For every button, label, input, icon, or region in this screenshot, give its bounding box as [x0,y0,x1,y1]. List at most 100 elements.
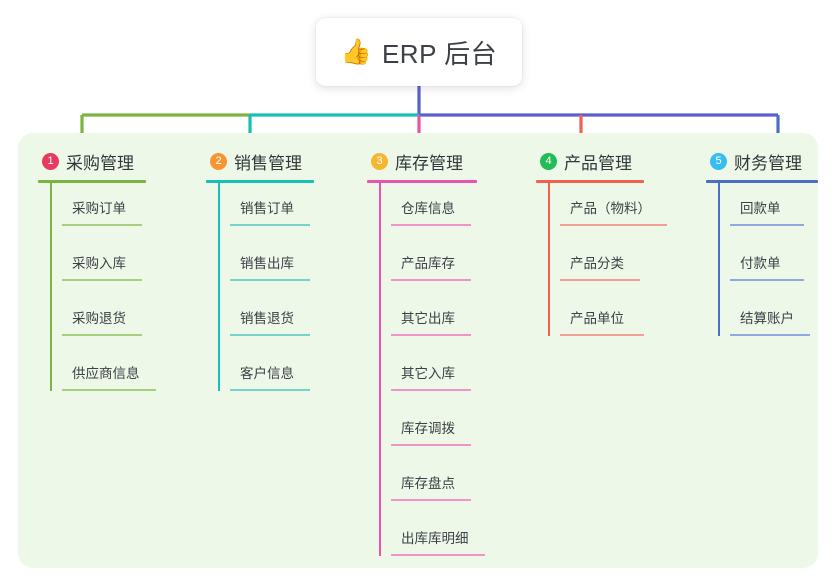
branch-title-5: 财务管理 [734,153,802,173]
leaf-item-rule [391,444,471,446]
leaf-item[interactable]: 产品分类 [548,238,644,293]
leaf-item[interactable]: 付款单 [718,238,818,293]
branch-rail-1 [50,183,52,391]
leaf-item-label: 产品分类 [570,256,624,271]
branch-header-3[interactable]: 3 库存管理 [367,148,477,174]
leaf-item[interactable]: 产品单位 [548,293,644,348]
leaf-item-rule [230,279,310,281]
branch-rail-3 [379,183,381,556]
branch-rule-4 [536,180,644,183]
branch-title-4: 产品管理 [564,153,632,173]
branch-items-3: 仓库信息产品库存其它出库其它入库库存调拨库存盘点出库库明细 [367,183,485,568]
leaf-item-label: 产品单位 [570,311,624,326]
leaf-item-rule [560,224,667,226]
leaf-item-label: 库存盘点 [401,476,455,491]
leaf-item[interactable]: 其它出库 [379,293,477,348]
leaf-item-label: 结算账户 [740,311,794,326]
leaf-item-rule [230,224,310,226]
branch-column-5: 5 财务管理回款单付款单结算账户 [706,148,818,348]
branch-title-2: 销售管理 [234,153,302,173]
leaf-item-label: 采购入库 [72,256,126,271]
branch-header-1[interactable]: 1 采购管理 [38,148,146,174]
leaf-item-rule [62,224,142,226]
branch-header-4[interactable]: 4 产品管理 [536,148,644,174]
root-title: ERP 后台 [381,38,498,69]
leaf-item[interactable]: 客户信息 [218,348,314,403]
branch-rail-5 [718,183,720,336]
root-node-content: 👍 ERP 后台 [341,34,497,71]
leaf-item[interactable]: 库存调拨 [379,403,477,458]
branch-header-5[interactable]: 5 财务管理 [706,148,818,174]
branch-rail-2 [218,183,220,391]
leaf-item-label: 产品库存 [401,256,455,271]
leaf-item-label: 采购订单 [72,201,126,216]
leaf-item-rule [560,279,640,281]
leaf-item[interactable]: 采购退货 [50,293,146,348]
leaf-item-rule [62,389,156,391]
leaf-item-label: 销售出库 [240,256,294,271]
leaf-item[interactable]: 仓库信息 [379,183,477,238]
branch-column-4: 4 产品管理产品（物料） 产品分类产品单位 [536,148,667,348]
leaf-item[interactable]: 出库库明细 [379,513,485,568]
branch-column-3: 3 库存管理仓库信息产品库存其它出库其它入库库存调拨库存盘点出库库明细 [367,148,485,568]
branch-badge-1: 1 [42,152,59,170]
leaf-item-rule [391,279,471,281]
leaf-item-label: 付款单 [740,256,781,271]
leaf-item[interactable]: 采购入库 [50,238,146,293]
branch-header-2[interactable]: 2 销售管理 [206,148,314,174]
leaf-item-rule [230,389,310,391]
branch-title-3: 库存管理 [395,153,463,173]
branch-badge-4: 4 [540,152,557,170]
leaf-item[interactable]: 销售订单 [218,183,314,238]
branch-rail-4 [548,183,550,336]
leaf-item-label: 其它出库 [401,311,455,326]
leaf-item[interactable]: 销售退货 [218,293,314,348]
leaf-item-rule [391,224,471,226]
leaf-item-rule [730,334,810,336]
leaf-item-rule [391,499,471,501]
branch-items-4: 产品（物料） 产品分类产品单位 [536,183,667,348]
leaf-item[interactable]: 产品（物料） [548,183,667,238]
leaf-item-label: 采购退货 [72,311,126,326]
branch-column-2: 2 销售管理销售订单销售出库销售退货客户信息 [206,148,314,403]
leaf-item-label: 其它入库 [401,366,455,381]
branch-title-1: 采购管理 [66,153,134,173]
branch-badge-2: 2 [210,152,227,170]
leaf-item-rule [391,334,471,336]
leaf-item-label: 产品（物料） [570,201,651,216]
leaf-item-label: 供应商信息 [72,366,140,381]
leaf-item[interactable]: 其它入库 [379,348,477,403]
leaf-item-label: 仓库信息 [401,201,455,216]
leaf-item-label: 客户信息 [240,366,294,381]
branch-badge-3: 3 [371,152,388,170]
branch-badge-5: 5 [710,152,727,170]
leaf-item[interactable]: 回款单 [718,183,818,238]
branch-rule-5 [706,180,818,183]
leaf-item-rule [730,224,804,226]
leaf-item[interactable]: 产品库存 [379,238,477,293]
branch-rule-2 [206,180,314,183]
thumbs-up-icon: 👍 [340,37,372,66]
branch-items-1: 采购订单采购入库采购退货供应商信息 [38,183,156,403]
leaf-item-rule [62,279,142,281]
leaf-item[interactable]: 结算账户 [718,293,818,348]
leaf-item-rule [391,389,471,391]
leaf-item-rule [391,554,485,556]
leaf-item[interactable]: 销售出库 [218,238,314,293]
leaf-item[interactable]: 采购订单 [50,183,146,238]
leaf-item-label: 回款单 [740,201,781,216]
leaf-item-label: 库存调拨 [401,421,455,436]
leaf-item-rule [560,334,644,336]
leaf-item-rule [62,334,142,336]
leaf-item-label: 销售退货 [240,311,294,326]
branch-rule-3 [367,180,477,183]
leaf-item[interactable]: 供应商信息 [50,348,156,403]
leaf-item-label: 销售订单 [240,201,294,216]
branch-rule-1 [38,180,146,183]
branch-items-5: 回款单付款单结算账户 [706,183,818,348]
leaf-item[interactable]: 库存盘点 [379,458,477,513]
diagram-panel [18,133,818,568]
root-node-card[interactable]: 👍 ERP 后台 [316,18,522,86]
leaf-item-rule [730,279,804,281]
